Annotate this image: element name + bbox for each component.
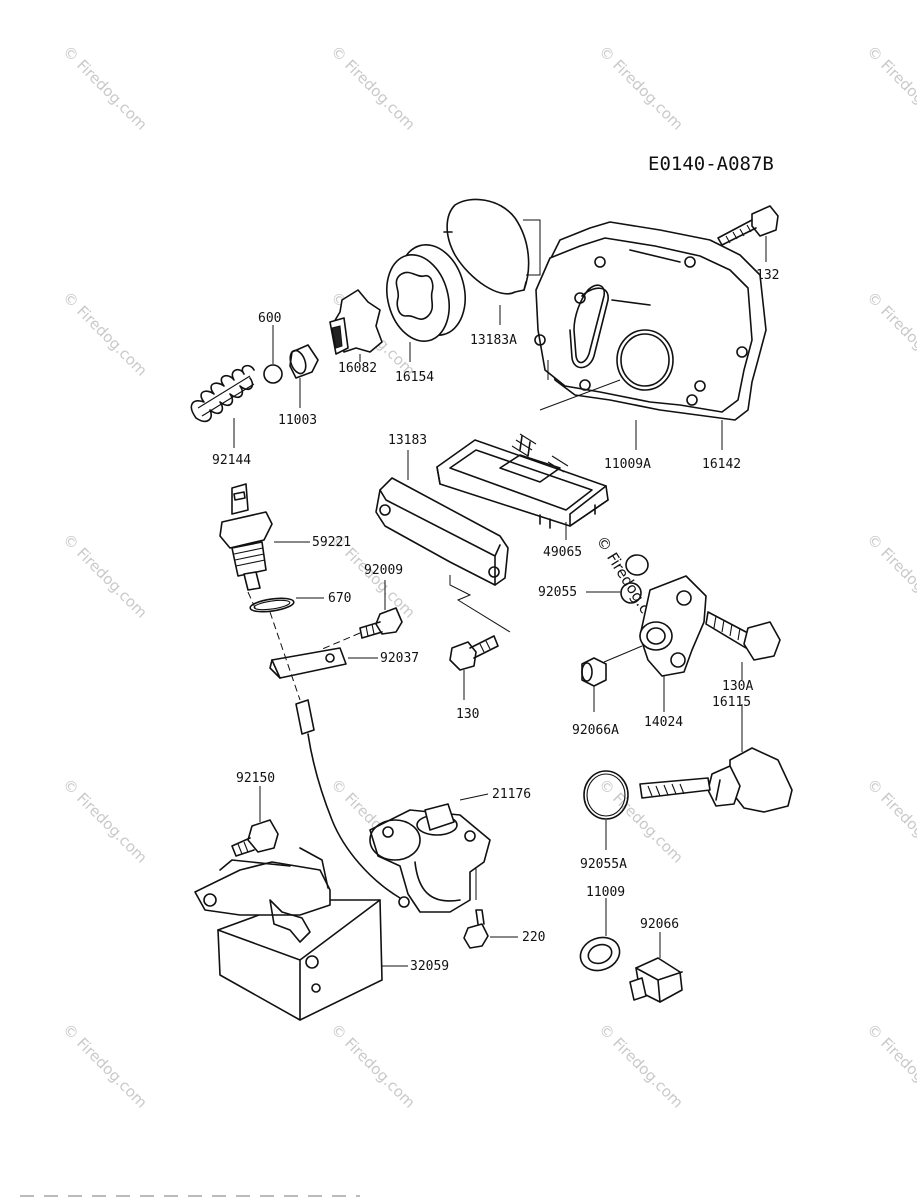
watermark: © Firedog.com: [327, 42, 419, 134]
watermark: © Firedog.com: [59, 775, 151, 867]
label-600: 600: [258, 311, 281, 326]
label-11003: 11003: [278, 413, 317, 428]
label-14024: 14024: [644, 715, 683, 730]
watermark: © Firedog.com: [863, 1020, 917, 1112]
label-92144: 92144: [212, 453, 251, 468]
part-92066-plug: [629, 932, 683, 1003]
watermark: © Firedog.com: [595, 1020, 687, 1112]
part-92055-oring: [586, 554, 649, 604]
part-130A-bolt: [705, 611, 781, 680]
label-16082: 16082: [338, 361, 377, 376]
label-11009: 11009: [586, 885, 625, 900]
watermark: © Firedog.com: [59, 530, 151, 622]
part-220-screw: [463, 909, 518, 949]
label-16154: 16154: [395, 370, 434, 385]
label-92055: 92055: [538, 585, 577, 600]
part-13183-bar: [375, 450, 511, 633]
label-16142: 16142: [702, 457, 741, 472]
label-92055A: 92055A: [580, 857, 627, 872]
part-16115-filler: [639, 704, 793, 813]
watermark: © Firedog.com: [863, 775, 917, 867]
part-13183A-plate: [443, 198, 541, 325]
label-130A: 130A: [722, 679, 753, 694]
label-49065: 49065: [543, 545, 582, 560]
label-59221: 59221: [312, 535, 351, 550]
part-670-oring: [249, 597, 324, 613]
watermark: © Firedog.com: [59, 42, 151, 134]
label-32059: 32059: [410, 959, 449, 974]
label-670: 670: [328, 591, 351, 606]
part-32059-bracket: [194, 847, 408, 1021]
label-11009A: 11009A: [604, 457, 651, 472]
label-92037: 92037: [380, 651, 419, 666]
watermark: © Firedog.com: [327, 1020, 419, 1112]
part-float-wire: [295, 699, 410, 908]
label-132: 132: [756, 268, 779, 283]
part-11009-washer: [579, 898, 621, 972]
watermark: © Firedog.com: [59, 288, 151, 380]
watermark: © Firedog.com: [863, 42, 917, 134]
part-92066A-plug: [581, 645, 643, 712]
watermark: © Firedog.com: [863, 530, 917, 622]
part-16082-inner-rotor: [329, 289, 383, 362]
part-21176-float-housing: [369, 793, 491, 913]
label-21176: 21176: [492, 787, 531, 802]
part-92144-spring: [190, 364, 255, 448]
label-92066A: 92066A: [572, 723, 619, 738]
part-92037-clip: [269, 647, 378, 679]
label-92066: 92066: [640, 917, 679, 932]
part-59221-switch: [219, 483, 310, 591]
part-92009-screw: [319, 580, 403, 651]
part-14024-housing: [639, 575, 707, 712]
watermark: © Firedog.com: [595, 42, 687, 134]
watermark: © Firedog.com: [59, 1020, 151, 1112]
part-16154-outer-rotor: [386, 244, 466, 362]
part-49065-strainer: [436, 433, 609, 540]
part-92150-bolt: [231, 786, 279, 857]
label-92150: 92150: [236, 771, 275, 786]
label-13183A: 13183A: [470, 333, 517, 348]
label-13183: 13183: [388, 433, 427, 448]
part-11003-collar: [289, 344, 319, 408]
assembly-line: [247, 591, 301, 701]
diagram-code: E0140-A087B: [648, 153, 774, 175]
part-130-bolt: [449, 635, 499, 700]
label-16115: 16115: [712, 695, 751, 710]
label-220: 220: [522, 930, 545, 945]
part-600-ball: [263, 325, 283, 384]
part-132-bolt: [717, 205, 779, 262]
label-130: 130: [456, 707, 479, 722]
part-16142-cover: [534, 221, 767, 450]
watermark: © Firedog.com: [863, 288, 917, 380]
label-92009: 92009: [364, 563, 403, 578]
part-92055A-oring: [583, 770, 629, 850]
